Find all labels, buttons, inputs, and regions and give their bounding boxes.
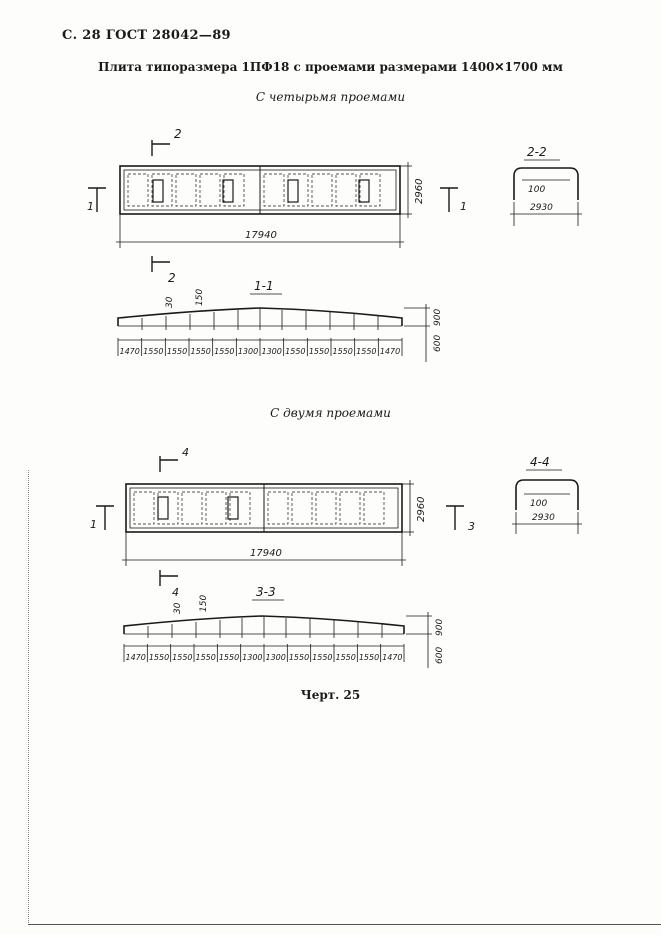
plan-width-label: 2960 — [416, 497, 427, 522]
page-number: С. 28 — [62, 28, 101, 43]
span-label: 1550 — [312, 653, 332, 662]
span-label: 1550 — [196, 653, 216, 662]
opening-4 — [358, 179, 370, 203]
plan-width-dimension — [402, 480, 414, 536]
plan-view-two-openings — [125, 483, 403, 533]
plan-length-label: 17940 — [245, 230, 277, 241]
subtitle-two-openings: С двумя проемами — [270, 406, 391, 420]
opening-3 — [287, 179, 299, 203]
long-section-profile — [123, 615, 405, 634]
cross-section-profile — [515, 479, 579, 510]
section-marks-plan-1 — [88, 140, 458, 272]
cross-section-width: 2930 — [532, 513, 555, 523]
section-mark-bottom: 2 — [168, 271, 176, 285]
section-mark-bottom: 4 — [172, 586, 179, 599]
standard-code: ГОСТ 28042—89 — [105, 28, 231, 43]
opening-1 — [152, 179, 164, 203]
span-label: 1550 — [309, 347, 329, 356]
section-mark-right: 3 — [468, 520, 475, 533]
span-label: 1550 — [333, 347, 353, 356]
span-label: 1550 — [219, 653, 239, 662]
long-section-annotation-2: 150 — [199, 595, 209, 612]
openings-four — [152, 179, 370, 203]
span-label: 1300 — [266, 653, 286, 662]
long-section-ribs — [147, 617, 383, 638]
long-section-height-edge: 600 — [433, 335, 443, 352]
span-label: 1550 — [167, 347, 187, 356]
page-edge-left — [28, 470, 31, 925]
long-section-label: 1-1 — [254, 279, 274, 293]
long-section-height-total: 900 — [435, 619, 445, 636]
span-label: 1550 — [336, 653, 356, 662]
long-section-annotation-1: 30 — [165, 296, 175, 308]
span-label: 1300 — [238, 347, 258, 356]
opening-2 — [222, 179, 234, 203]
section-mark-left: 1 — [87, 200, 94, 213]
span-label: 1470 — [380, 347, 400, 356]
span-label: 1300 — [242, 653, 262, 662]
figure-caption: Черт. 25 — [300, 688, 361, 702]
long-section-annotation-1: 30 — [173, 602, 183, 614]
cross-section-label: 4-4 — [530, 455, 550, 469]
cross-section-inner: 100 — [530, 499, 547, 509]
plan-length-dimension — [116, 214, 404, 248]
span-label: 1550 — [285, 347, 305, 356]
subtitle-four-openings: С четырьмя проемами — [255, 90, 406, 104]
span-label: 1550 — [143, 347, 163, 356]
drawing-title: Плита типоразмера 1ПФ18 с проемами разме… — [98, 60, 563, 74]
plan-length-dimension — [122, 532, 406, 566]
opening-2 — [227, 496, 239, 520]
cross-section-label: 2-2 — [527, 145, 547, 159]
span-label: 1550 — [191, 347, 211, 356]
span-label: 1470 — [382, 653, 402, 662]
span-label: 1470 — [126, 653, 146, 662]
span-label: 1300 — [262, 347, 282, 356]
cross-section-profile — [513, 167, 579, 200]
long-section-annotation-2: 150 — [195, 289, 205, 306]
span-label: 1470 — [120, 347, 140, 356]
long-section-ribs — [141, 309, 379, 330]
span-label: 1550 — [289, 653, 309, 662]
section-mark-top: 4 — [182, 446, 189, 459]
long-section-profile — [117, 307, 403, 326]
span-label: 1550 — [214, 347, 234, 356]
cross-section-inner: 100 — [528, 185, 545, 195]
long-section-height-total: 900 — [433, 309, 443, 326]
span-label: 1550 — [359, 653, 379, 662]
plan-width-dimension — [400, 162, 412, 218]
span-label: 1550 — [149, 653, 169, 662]
plan-width-label: 2960 — [414, 179, 425, 204]
section-mark-left: 1 — [90, 518, 97, 531]
long-section-height-edge: 600 — [435, 647, 445, 664]
section-marks-plan-2 — [96, 456, 464, 586]
section-mark-right: 1 — [460, 200, 467, 213]
span-label: 1550 — [172, 653, 192, 662]
long-section-label: 3-3 — [256, 585, 276, 599]
section-mark-top: 2 — [174, 127, 182, 141]
opening-1 — [157, 496, 169, 520]
plan-length-label: 17940 — [250, 548, 282, 559]
page-header: С. 28 ГОСТ 28042—89 — [62, 28, 231, 43]
openings-two — [157, 496, 239, 520]
plan-view-four-openings — [119, 165, 401, 215]
page-edge-bottom — [28, 924, 661, 926]
cross-section-width: 2930 — [530, 203, 553, 213]
span-label: 1550 — [356, 347, 376, 356]
